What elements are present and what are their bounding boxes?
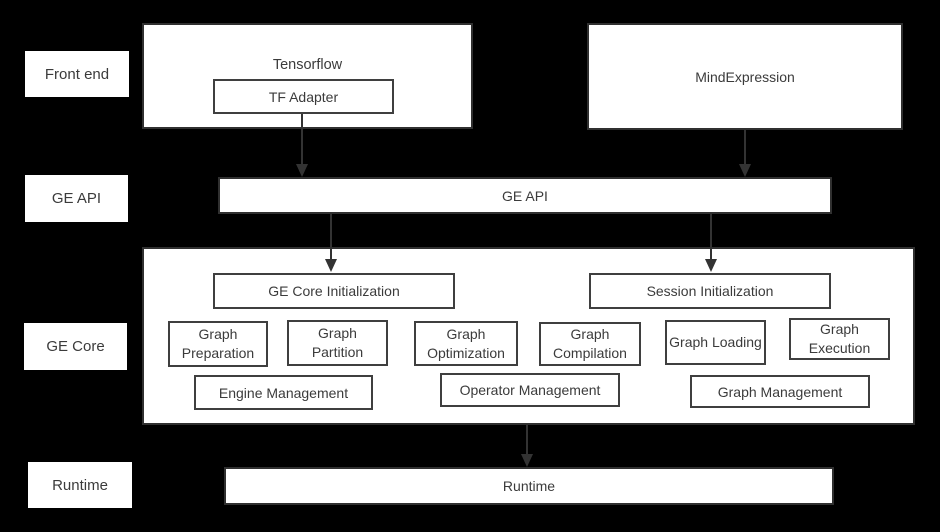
tf-adapter-box: TF Adapter xyxy=(213,79,394,114)
session-initialization-box: Session Initialization xyxy=(589,273,831,309)
ge-api-bar: GE API xyxy=(218,177,832,214)
mind-expression-box: MindExpression xyxy=(587,23,903,130)
arrow-ge-api-to-ge-core-init xyxy=(325,214,337,272)
ge-core-initialization-box: GE Core Initialization xyxy=(213,273,455,309)
arrow-ge-core-to-runtime xyxy=(521,425,533,467)
graph-optimization-box: Graph Optimization xyxy=(414,321,518,366)
arrow-tf-adapter-to-ge-api xyxy=(296,114,308,177)
runtime-bar: Runtime xyxy=(224,467,834,505)
tensorflow-box: Tensorflow TF Adapter xyxy=(142,23,473,129)
engine-management-box: Engine Management xyxy=(194,375,373,410)
graph-loading-box: Graph Loading xyxy=(665,320,766,365)
layer-label-front-end: Front end xyxy=(25,51,129,97)
layer-label-ge-api: GE API xyxy=(25,175,128,222)
tensorflow-label: Tensorflow xyxy=(272,57,343,73)
graph-preparation-box: Graph Preparation xyxy=(168,321,268,367)
layer-label-ge-core: GE Core xyxy=(24,323,127,370)
layer-label-runtime: Runtime xyxy=(28,462,132,508)
graph-partition-box: Graph Partition xyxy=(287,320,388,366)
arrow-ge-api-to-session-init xyxy=(705,214,717,272)
operator-management-box: Operator Management xyxy=(440,373,620,407)
graph-management-box: Graph Management xyxy=(690,375,870,408)
graph-compilation-box: Graph Compilation xyxy=(539,322,641,366)
arrow-mind-expression-to-ge-api xyxy=(739,130,751,177)
graph-execution-box: Graph Execution xyxy=(789,318,890,360)
ge-core-container: GE Core Initialization Session Initializ… xyxy=(142,247,915,425)
